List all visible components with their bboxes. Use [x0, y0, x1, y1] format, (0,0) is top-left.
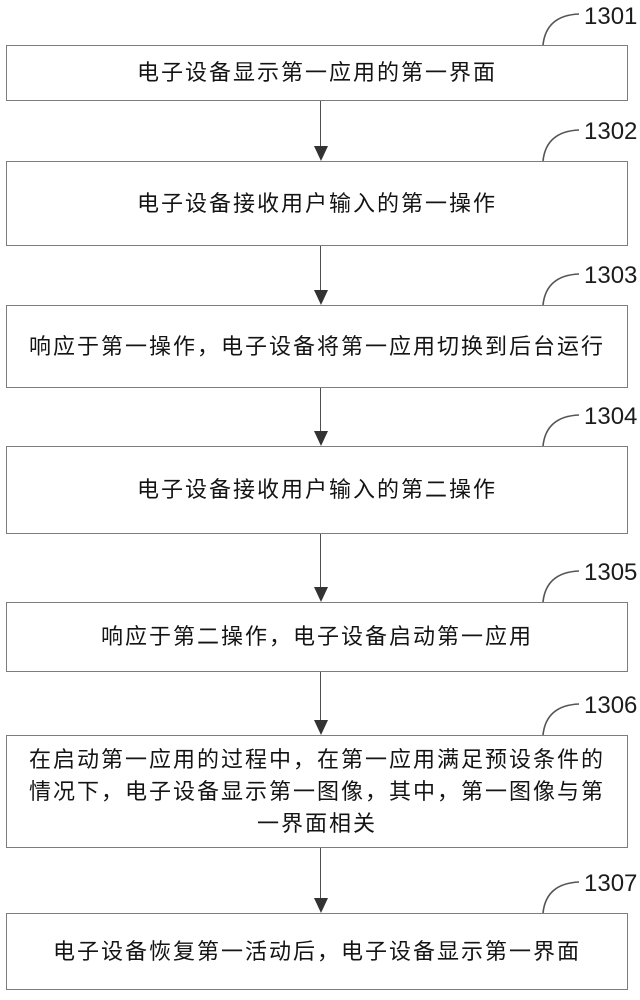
flow-box-1303: 响应于第一操作，电子设备将第一应用切换到后台运行: [6, 305, 628, 388]
ref-hook-curve-1302: [542, 129, 580, 162]
down-arrow-3: [313, 388, 328, 446]
ref-label-1301: 1301: [584, 3, 638, 30]
flow-box-1301: 电子设备显示第一应用的第一界面: [6, 45, 628, 101]
flow-box-text-1304: 电子设备接收用户输入的第二操作: [136, 477, 497, 502]
ref-hook-curve-1301: [542, 13, 580, 46]
ref-hook-curve-1304: [542, 414, 580, 447]
ref-label-1304: 1304: [584, 403, 638, 430]
flow-box-1302: 电子设备接收用户输入的第一操作: [6, 161, 628, 246]
flow-box-text-1306: 在启动第一应用的过程中，在第一应用满足预设条件的情况下，电子设备显示第一图像，其…: [28, 746, 605, 836]
ref-hook-curve-1303: [542, 273, 580, 306]
arrow-head-icon: [313, 290, 328, 305]
ref-label-1305: 1305: [584, 559, 638, 586]
flow-box-1304: 电子设备接收用户输入的第二操作: [6, 446, 628, 534]
down-arrow-5: [313, 672, 328, 735]
arrow-head-icon: [313, 898, 328, 913]
flow-box-1306: 在启动第一应用的过程中，在第一应用满足预设条件的情况下，电子设备显示第一图像，其…: [6, 735, 628, 848]
ref-label-1302: 1302: [584, 118, 638, 145]
arrow-head-icon: [313, 146, 328, 161]
flow-box-text-1301: 电子设备显示第一应用的第一界面: [136, 60, 497, 85]
ref-hook-curve-1305: [542, 570, 580, 603]
flow-box-text-1303: 响应于第一操作，电子设备将第一应用切换到后台运行: [28, 333, 605, 359]
down-arrow-2: [313, 246, 328, 305]
arrow-shaft: [319, 534, 322, 587]
arrow-head-icon: [313, 587, 328, 602]
arrow-shaft: [319, 848, 322, 898]
ref-label-1307: 1307: [584, 870, 638, 897]
ref-label-1306: 1306: [584, 692, 638, 719]
down-arrow-1: [313, 101, 328, 161]
flow-box-text-1305: 响应于第二操作，电子设备启动第一应用: [100, 624, 533, 649]
flow-box-1305: 响应于第二操作，电子设备启动第一应用: [6, 602, 628, 672]
arrow-head-icon: [313, 431, 328, 446]
flow-box-text-1302: 电子设备接收用户输入的第一操作: [136, 190, 497, 216]
arrow-head-icon: [313, 720, 328, 735]
ref-hook-curve-1307: [542, 881, 580, 914]
ref-label-1303: 1303: [584, 262, 638, 289]
down-arrow-6: [313, 848, 328, 913]
arrow-shaft: [319, 672, 322, 720]
arrow-shaft: [319, 246, 322, 290]
arrow-shaft: [319, 388, 322, 431]
ref-hook-curve-1306: [542, 703, 580, 736]
arrow-shaft: [319, 101, 322, 146]
down-arrow-4: [313, 534, 328, 602]
flow-box-1307: 电子设备恢复第一活动后，电子设备显示第一界面: [6, 913, 628, 990]
flow-box-text-1307: 电子设备恢复第一活动后，电子设备显示第一界面: [52, 938, 581, 964]
